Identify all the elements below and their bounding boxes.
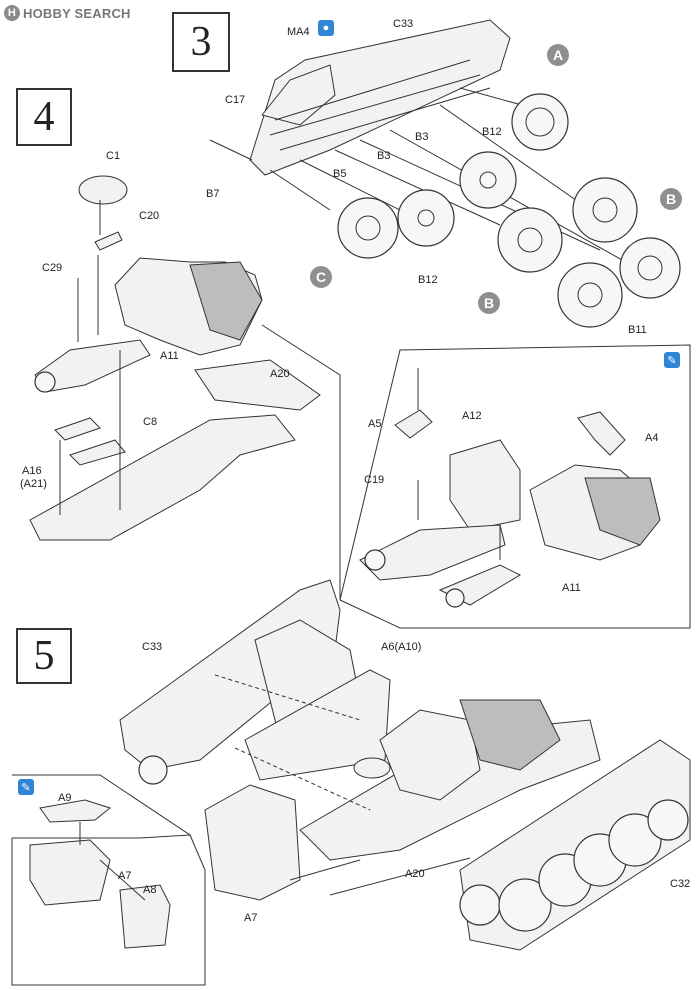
circle-label-b-lower: B <box>478 292 500 314</box>
label-c17: C17 <box>225 94 246 106</box>
label-ma4: MA4 <box>287 26 310 38</box>
part-c8 <box>69 439 126 466</box>
label-c33-step5: C33 <box>142 641 163 653</box>
part-a8 <box>119 884 171 949</box>
label-c8: C8 <box>143 416 158 428</box>
part-a7-detail <box>29 839 111 906</box>
circle-label-c: C <box>310 266 332 288</box>
front-part-a7 <box>204 784 301 901</box>
road-wheel-b12-upper <box>459 151 517 209</box>
hull-grille-ma4 <box>261 64 336 126</box>
label-a7-detail: A7 <box>118 870 132 882</box>
glue-drop-icon: ● <box>318 20 334 36</box>
hobby-search-logo: H HOBBY SEARCH <box>4 4 131 22</box>
part-a12 <box>449 439 521 531</box>
label-c32: C32 <box>670 878 691 890</box>
step5-drawing <box>11 579 691 986</box>
label-a6-a10: A6(A10) <box>381 641 422 653</box>
label-a12: A12 <box>462 410 482 422</box>
label-c33-top: C33 <box>393 18 414 30</box>
label-b5: B5 <box>333 168 347 180</box>
step5-detail-drawing <box>29 799 171 949</box>
part-a6 <box>244 669 391 781</box>
circle-label-b-right: B <box>660 188 682 210</box>
paint-brush-icon: ✎ <box>664 352 680 368</box>
step4-drawing <box>29 175 691 629</box>
part-a9 <box>39 799 112 823</box>
road-wheel-b11-right <box>619 237 681 299</box>
label-a8: A8 <box>143 884 157 896</box>
label-a9: A9 <box>58 792 72 804</box>
label-a7-step5: A7 <box>244 912 258 924</box>
logo-text: HOBBY SEARCH <box>23 5 131 21</box>
label-c19: C19 <box>364 474 385 486</box>
step5-box: 5 <box>16 628 72 684</box>
label-a16: A16 <box>22 465 42 477</box>
sprocket-a <box>511 93 569 151</box>
part-c1 <box>78 175 128 205</box>
engine-step5 <box>379 709 481 801</box>
label-c1: C1 <box>106 150 121 162</box>
road-wheel-b11-lower <box>557 262 623 328</box>
circle-label-a: A <box>547 44 569 66</box>
part-a16 <box>54 417 101 441</box>
step3-box: 3 <box>172 12 230 72</box>
logo-mark-icon: H <box>4 5 20 21</box>
axle-detail <box>359 524 506 581</box>
label-a4: A4 <box>645 432 659 444</box>
part-a4 <box>577 411 626 456</box>
label-a21: (A21) <box>20 478 47 490</box>
label-a11-detail: A11 <box>562 582 581 594</box>
label-b7: B7 <box>206 188 220 200</box>
paint-brush-icon: ✎ <box>18 779 34 795</box>
road-wheel-c <box>337 197 399 259</box>
road-wheel-b12-lower <box>397 189 455 247</box>
label-b11: B11 <box>628 324 647 336</box>
part-a20-step4 <box>194 359 321 411</box>
label-c29: C29 <box>42 262 63 274</box>
floor-plate <box>29 414 296 541</box>
label-a20-step4: A20 <box>270 368 290 380</box>
label-a11-step4: A11 <box>160 350 179 362</box>
step4-box: 4 <box>16 88 72 146</box>
label-c20: C20 <box>139 210 160 222</box>
step3-drawing <box>209 19 681 328</box>
label-b3-upper: B3 <box>415 131 429 143</box>
engine-radiator <box>189 261 263 341</box>
label-a20-step5: A20 <box>405 868 425 880</box>
step4-detail-drawing <box>359 368 661 608</box>
label-b12-upper: B12 <box>482 126 502 138</box>
part-a5 <box>394 409 433 439</box>
label-a5: A5 <box>368 418 382 430</box>
label-b12-lower: B12 <box>418 274 438 286</box>
label-b3-lower: B3 <box>377 150 391 162</box>
hull-side-c33 <box>249 19 511 176</box>
sprocket-step5 <box>138 755 168 785</box>
road-wheel-b-mid <box>497 207 563 273</box>
road-wheel-b-right <box>572 177 638 243</box>
part-c20 <box>94 231 123 251</box>
